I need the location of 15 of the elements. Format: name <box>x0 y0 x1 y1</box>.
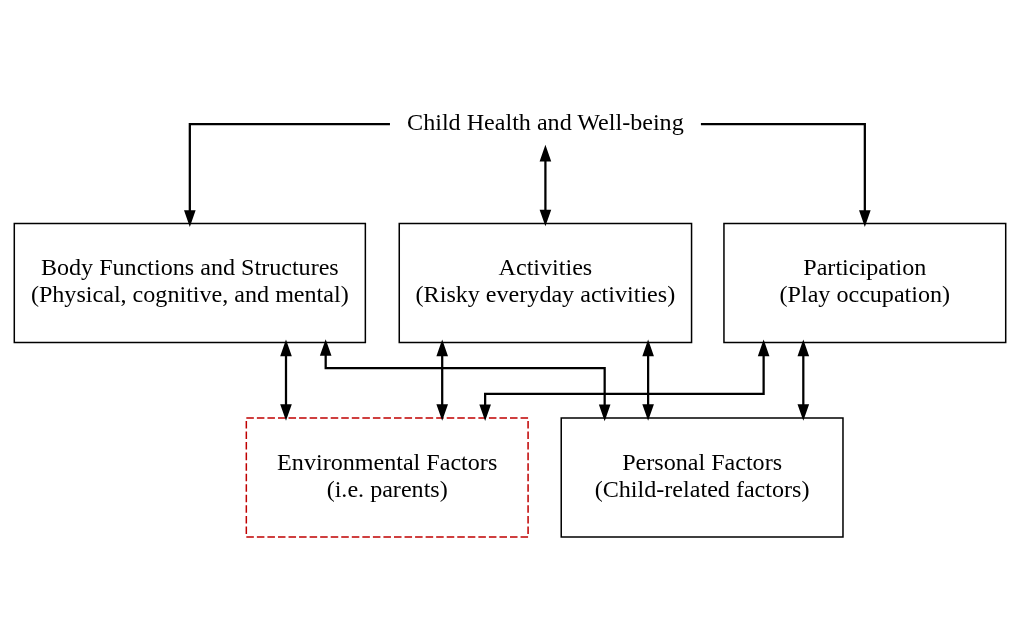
node-box: Environmental Factors (i.e. parents) <box>245 417 529 538</box>
node-text: Child Health and Well-being <box>407 108 684 135</box>
arrow <box>539 144 552 227</box>
node-box: Participation (Play occupation) <box>723 222 1007 344</box>
arrow <box>700 123 871 227</box>
arrow <box>280 339 292 421</box>
arrow <box>319 339 611 422</box>
node-box: Activities (Risky everyday activities) <box>398 222 693 344</box>
arrow <box>479 339 770 421</box>
arrow <box>797 339 810 421</box>
arrow <box>642 339 654 421</box>
arrow <box>436 339 448 421</box>
arrow <box>184 123 390 227</box>
node-box: Body Functions and Structures (Physical, cognitive, and mental) <box>13 222 367 344</box>
node-box: Personal Factors (Child-related factors) <box>560 417 844 538</box>
